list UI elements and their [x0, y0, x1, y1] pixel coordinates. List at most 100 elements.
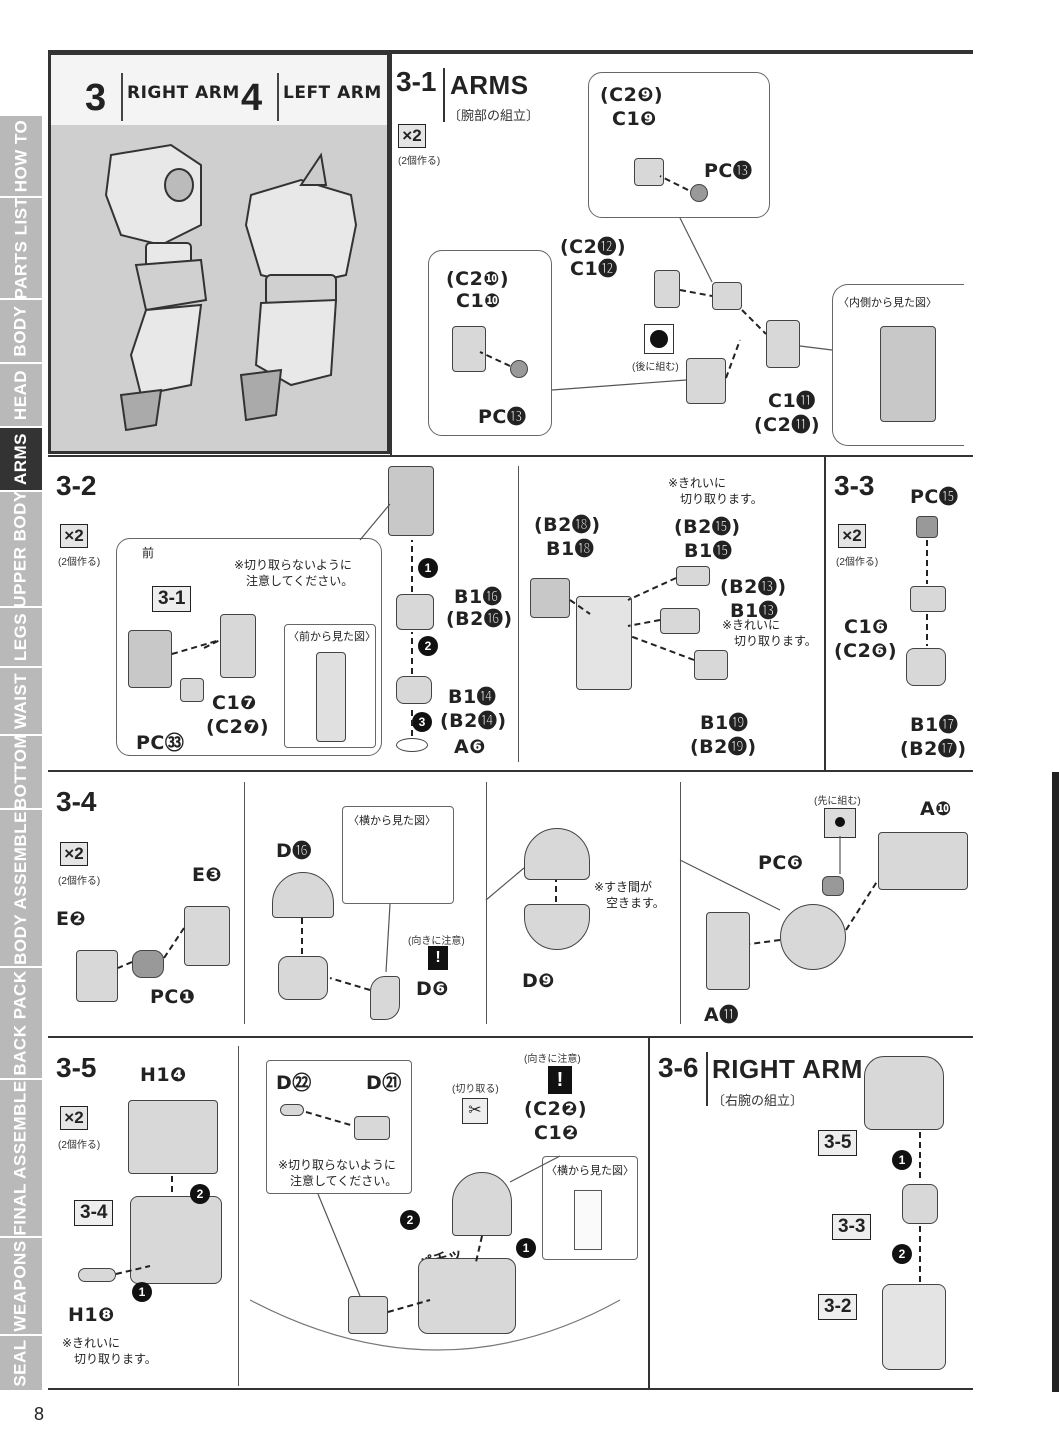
part-label-c2-7: (C2❼) — [206, 716, 270, 738]
part-a10 — [878, 832, 968, 890]
step-3-5-divider — [238, 1046, 239, 1386]
side-tab-parts-list[interactable]: PARTS LIST — [0, 197, 42, 299]
part-label-d16: D⓰ — [276, 840, 312, 862]
part-a6 — [396, 738, 428, 752]
step-3-1-title-jp: 〔腕部の組立〕 — [448, 108, 540, 123]
make-two-note: (2個作る) — [58, 876, 101, 887]
part-pc15 — [916, 516, 938, 538]
side-tab-arms[interactable]: ARMS — [0, 428, 42, 490]
part-pc6 — [822, 876, 844, 896]
step-3-number: 3 — [85, 77, 107, 119]
step-4-title: LEFT ARM — [283, 83, 382, 103]
part-label-pc13-a: PC⓭ — [704, 160, 753, 182]
inside-view-part — [880, 326, 936, 422]
part-3-3-assembly — [902, 1184, 938, 1224]
part-c1-12 — [654, 270, 680, 308]
step-3-4-number: 3-4 — [56, 786, 97, 817]
order-2-icon: 2 — [892, 1244, 912, 1264]
side-tab-head[interactable]: HEAD — [0, 364, 42, 426]
part-c1-11 — [766, 320, 800, 368]
part-label-pc13-b: PC⓭ — [478, 406, 527, 428]
part-label-a6: A❻ — [454, 736, 486, 758]
part-label-c2-12: (C2⓬) — [560, 236, 627, 258]
order-2-icon: 2 — [418, 636, 438, 656]
part-c1-10 — [452, 326, 486, 372]
part-pc13-b — [510, 360, 528, 378]
front-label: 前 — [142, 546, 155, 560]
page-number: 8 — [34, 1404, 45, 1424]
part-label-c1-7: C1❼ — [212, 692, 257, 714]
part-b1-17 — [906, 648, 946, 686]
part-sphere — [780, 904, 846, 970]
step-4-number: 4 — [241, 77, 263, 119]
part-label-c2-2: (C2❷) — [524, 1098, 588, 1120]
side-tab-seal[interactable]: SEAL — [0, 1336, 42, 1390]
part-label-b2-18: (B2⓲) — [534, 514, 601, 536]
side-tab-how-to[interactable]: HOW TO — [0, 116, 42, 196]
part-c1-2 — [452, 1172, 512, 1236]
side-tab-back-pack[interactable]: BACK PACK — [0, 968, 42, 1078]
gap-note-1: ※すき間が — [594, 880, 653, 894]
part-label-h18: H1❽ — [68, 1304, 115, 1326]
part-c1-9 — [634, 158, 664, 186]
side-tab-body-assemble[interactable]: BODY ASSEMBLE — [0, 810, 42, 966]
part-label-c1-11: C1⓫ — [768, 390, 816, 412]
side-tab-final-assemble[interactable]: FINAL ASSEMBLE — [0, 1080, 42, 1236]
part-pc33 — [180, 678, 204, 702]
part-a11 — [706, 912, 750, 990]
part-3-2-assembly — [882, 1284, 946, 1370]
part-label-pc6: PC❻ — [758, 852, 804, 874]
side-view-caption: 〈横から見た図〉 — [546, 1165, 634, 1177]
row3-rule — [48, 1036, 973, 1038]
row2-divider — [824, 456, 826, 770]
order-1-icon: 1 — [892, 1150, 912, 1170]
part-d21 — [354, 1116, 390, 1140]
part-label-c2-10: (C2❿) — [446, 268, 510, 290]
part-label-e3: E❸ — [192, 864, 223, 886]
side-view-caption: 〈横から見た図〉 — [348, 815, 436, 827]
part-label-d21: D㉑ — [366, 1072, 402, 1094]
part-label-c2-11: (C2⓫) — [754, 414, 821, 436]
part-label-b1-14: B1⓮ — [448, 686, 497, 708]
step-3-6-arrows — [919, 1132, 921, 1282]
part-label-pc1: PC❶ — [150, 986, 196, 1008]
ref-box-3-2: 3-2 — [818, 1294, 858, 1320]
part-label-b2-15: (B2⓯) — [674, 516, 741, 538]
side-tab-body[interactable]: BODY — [0, 300, 42, 362]
order-2-icon: 2 — [400, 1210, 420, 1230]
side-view-bubble — [342, 806, 454, 904]
make-two-badge: ×2 — [60, 842, 88, 866]
detail-bubble-c1-9 — [588, 72, 770, 218]
side-tab-waist[interactable]: WAIST — [0, 668, 42, 734]
side-tab-bottom[interactable]: BOTTOM — [0, 734, 42, 810]
part-e2 — [76, 950, 118, 1002]
order-3-icon: 3 — [412, 712, 432, 732]
part-hand — [128, 630, 172, 688]
part-b1-18 — [530, 578, 570, 618]
step-3-6-title-jp: 〔右腕の組立〕 — [712, 1093, 804, 1108]
part-elbow — [418, 1258, 516, 1334]
make-two-badge: ×2 — [60, 1106, 88, 1130]
detail-bubble-c1-10 — [428, 250, 552, 436]
side-tab-weapons[interactable]: WEAPONS — [0, 1238, 42, 1334]
step-3-3-arrows — [926, 540, 928, 646]
make-two-badge: ×2 — [398, 124, 426, 148]
step-3-2-arrows — [171, 503, 695, 736]
part-d-assembled — [278, 956, 328, 1000]
clean-cut-line-1: ※きれいに — [668, 476, 727, 490]
later-marker — [644, 324, 674, 354]
part-label-pc33: PC㉝ — [136, 732, 185, 754]
side-tab-legs[interactable]: LEGS — [0, 608, 42, 666]
step-3-4-arrows — [117, 836, 879, 991]
inside-view-caption: 〈内側から見た図〉 — [838, 297, 937, 309]
part-label-a11: A⓫ — [704, 1004, 739, 1026]
step-3-6-number: 3-6 — [658, 1052, 699, 1083]
caution-line-1: ※切り取らないように — [278, 1158, 396, 1172]
part-3-5-assembly — [864, 1056, 944, 1130]
part-label-b2-13: (B2⓭) — [720, 576, 787, 598]
part-label-c1-12: C1⓬ — [570, 258, 618, 280]
side-tab-upper-body[interactable]: UPPER BODY — [0, 490, 42, 608]
warning-icon: ! — [428, 946, 448, 970]
part-d22 — [280, 1104, 304, 1116]
make-two-note: (2個作る) — [398, 156, 441, 167]
